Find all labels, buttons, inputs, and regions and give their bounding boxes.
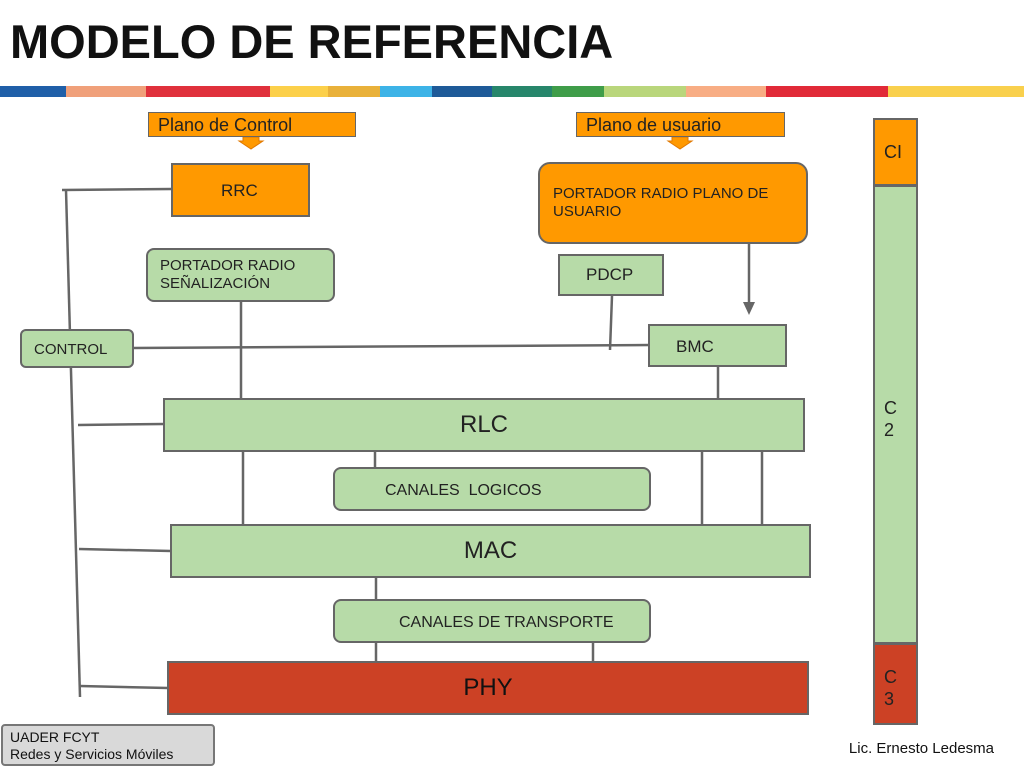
bmc-block: BMC [648, 324, 787, 367]
signaling-radio-bearer-block: PORTADOR RADIO SEÑALIZACIÓN [146, 248, 335, 302]
institution-line-1: UADER FCYT [10, 729, 100, 745]
control-plane-label: Plano de Control [148, 112, 356, 137]
page-title: MODELO DE REFERENCIA [10, 15, 614, 68]
layer-2-block: C 2 [873, 185, 918, 644]
logical-channels-block: CANALES LOGICOS [333, 467, 651, 511]
pdcp-block: PDCP [558, 254, 664, 296]
user-plane-radio-bearer-block: PORTADOR RADIO PLANO DE USUARIO [538, 162, 808, 244]
rlc-block: RLC [163, 398, 805, 452]
rrc-block: RRC [171, 163, 310, 217]
transport-channels-block: CANALES DE TRANSPORTE [333, 599, 651, 643]
layer-3-block: C 3 [873, 643, 918, 725]
control-block: CONTROL [20, 329, 134, 368]
user-plane-label: Plano de usuario [576, 112, 785, 137]
layer-1-block: CI [873, 118, 918, 186]
phy-block: PHY [167, 661, 809, 715]
mac-block: MAC [170, 524, 811, 578]
institution-label: UADER FCYT Redes y Servicios Móviles [1, 724, 215, 766]
institution-line-2: Redes y Servicios Móviles [10, 746, 174, 762]
color-stripe [0, 86, 1024, 97]
author-credit: Lic. Ernesto Ledesma [848, 740, 994, 757]
